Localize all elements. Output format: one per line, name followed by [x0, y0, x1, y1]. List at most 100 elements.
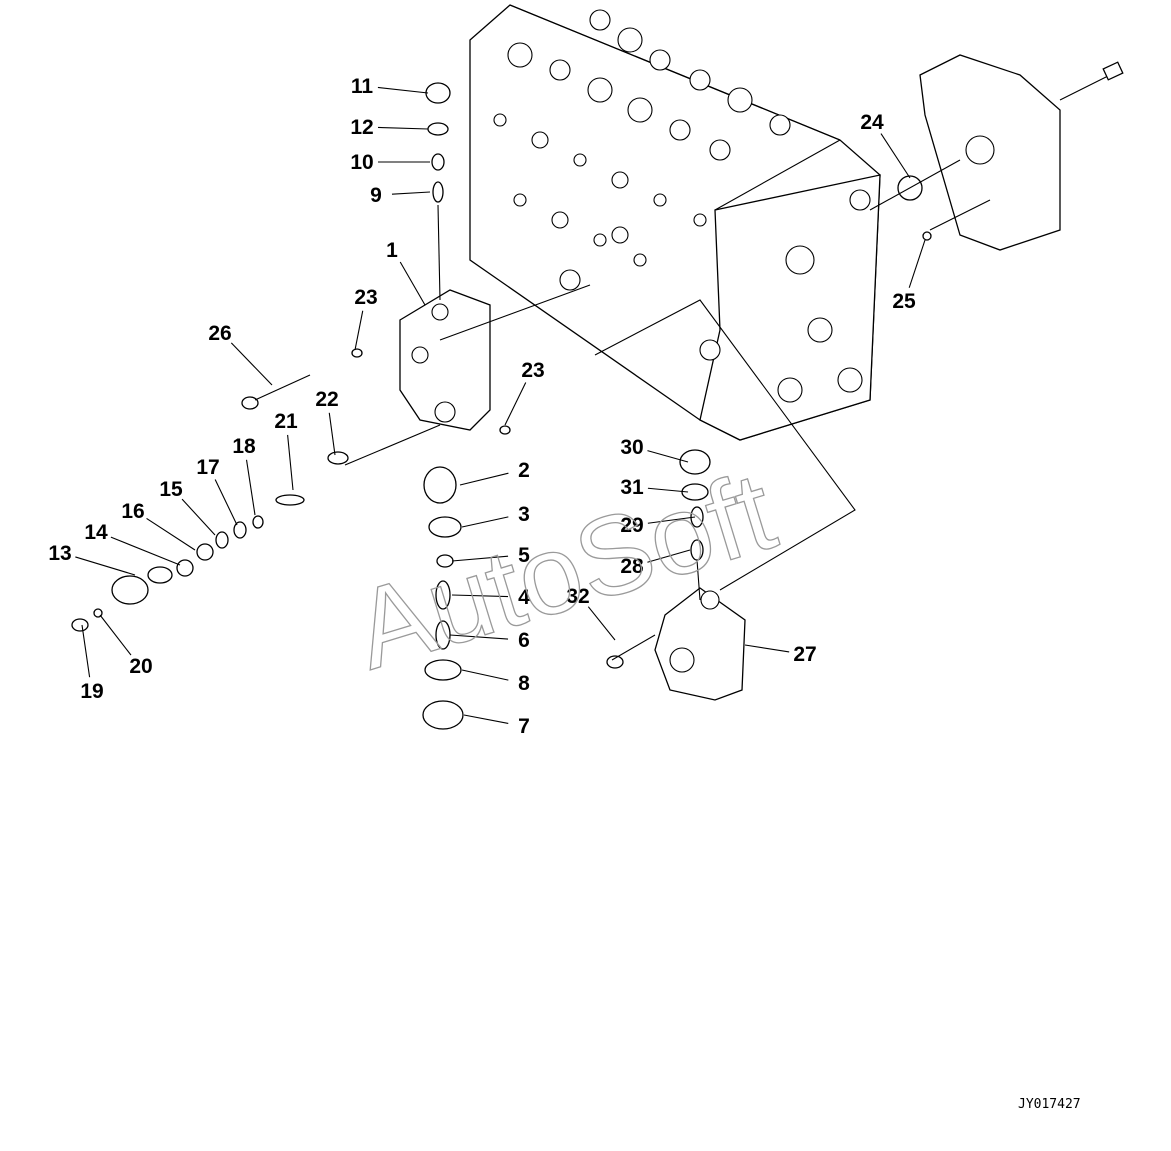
assembly-line [344, 424, 441, 466]
callout-5: 5 [518, 544, 530, 567]
component [233, 521, 247, 539]
callout-16: 16 [121, 500, 144, 523]
callout-leader [230, 342, 273, 386]
callout-leader [647, 487, 689, 493]
callout-32: 32 [566, 585, 589, 608]
callout-leader [377, 86, 429, 94]
port-hole [649, 49, 671, 71]
callout-leader [449, 634, 509, 640]
callout-leader [146, 517, 196, 551]
port-hole [727, 87, 753, 113]
assembly-line [439, 284, 591, 341]
end-cover [919, 54, 1124, 251]
callout-21: 21 [274, 410, 298, 433]
component [427, 122, 449, 136]
callout-24: 24 [860, 111, 884, 134]
callout-leader [459, 472, 509, 486]
callout-8: 8 [518, 672, 530, 695]
callout-29: 29 [620, 514, 643, 537]
callout-leader [463, 714, 509, 725]
callout-leader [99, 614, 132, 656]
port-hole [593, 233, 607, 247]
callout-6: 6 [518, 629, 530, 652]
port-hole [611, 226, 629, 244]
callout-leader [647, 450, 689, 463]
callout-leader [214, 479, 238, 526]
port-hole [611, 171, 629, 189]
callout-25: 25 [892, 290, 916, 313]
callout-17: 17 [196, 456, 219, 479]
port-hole [573, 153, 587, 167]
component [147, 566, 173, 584]
callout-10: 10 [350, 151, 373, 174]
port-hole [559, 269, 581, 291]
callout-leader [461, 516, 509, 528]
port-hole [549, 59, 571, 81]
component [111, 575, 149, 605]
component [428, 516, 462, 538]
callout-3: 3 [518, 503, 530, 526]
port-hole [785, 245, 815, 275]
port-hole [587, 77, 613, 103]
assembly-line [869, 159, 961, 211]
component [176, 559, 194, 577]
port-hole [849, 189, 871, 211]
callout-leader [504, 382, 527, 426]
component [922, 231, 932, 241]
component [252, 515, 264, 529]
component [499, 425, 511, 435]
callout-leader [880, 133, 911, 179]
callout-23: 23 [354, 286, 377, 309]
callout-leader [81, 624, 91, 678]
port-hole [507, 42, 533, 68]
callout-28: 28 [620, 555, 644, 578]
assembly-line [929, 199, 991, 231]
port-hole [551, 211, 569, 229]
assembly-line [594, 299, 856, 591]
port-hole [627, 97, 653, 123]
component [71, 618, 89, 632]
port-hole [633, 253, 647, 267]
callout-leader [391, 191, 431, 195]
callout-4: 4 [518, 586, 530, 609]
component [241, 396, 259, 410]
assembly-line [437, 204, 441, 301]
port-hole [531, 131, 549, 149]
callout-leader [647, 516, 696, 524]
port-hole [493, 113, 507, 127]
callout-leader [451, 594, 509, 598]
callout-15: 15 [159, 478, 183, 501]
callout-14: 14 [84, 521, 108, 544]
component [432, 181, 444, 203]
component [423, 466, 457, 504]
callout-leader [328, 412, 336, 456]
component [606, 655, 624, 669]
callout-9: 9 [370, 184, 382, 207]
port-hole [777, 377, 803, 403]
port-hole [669, 119, 691, 141]
callout-leader [647, 549, 691, 563]
valve-body-27 [654, 587, 746, 701]
callout-leader [451, 555, 509, 562]
callout-30: 30 [620, 436, 643, 459]
port-hole [513, 193, 527, 207]
callout-leader [354, 310, 364, 351]
valve-body-1 [399, 289, 491, 431]
callout-leader [245, 459, 256, 516]
callout-leader [75, 556, 136, 576]
port-hole [589, 9, 611, 31]
callout-27: 27 [793, 643, 816, 666]
callout-leader [377, 126, 429, 130]
callout-11: 11 [351, 75, 374, 98]
callout-31: 31 [620, 476, 644, 499]
callout-leader [110, 536, 181, 566]
main-valve-block [469, 4, 881, 441]
component [327, 451, 349, 465]
port-hole [653, 193, 667, 207]
callout-leader [744, 644, 790, 653]
port-hole [699, 339, 721, 361]
callout-12: 12 [350, 116, 373, 139]
callout-1: 1 [386, 239, 398, 262]
port-hole [807, 317, 833, 343]
